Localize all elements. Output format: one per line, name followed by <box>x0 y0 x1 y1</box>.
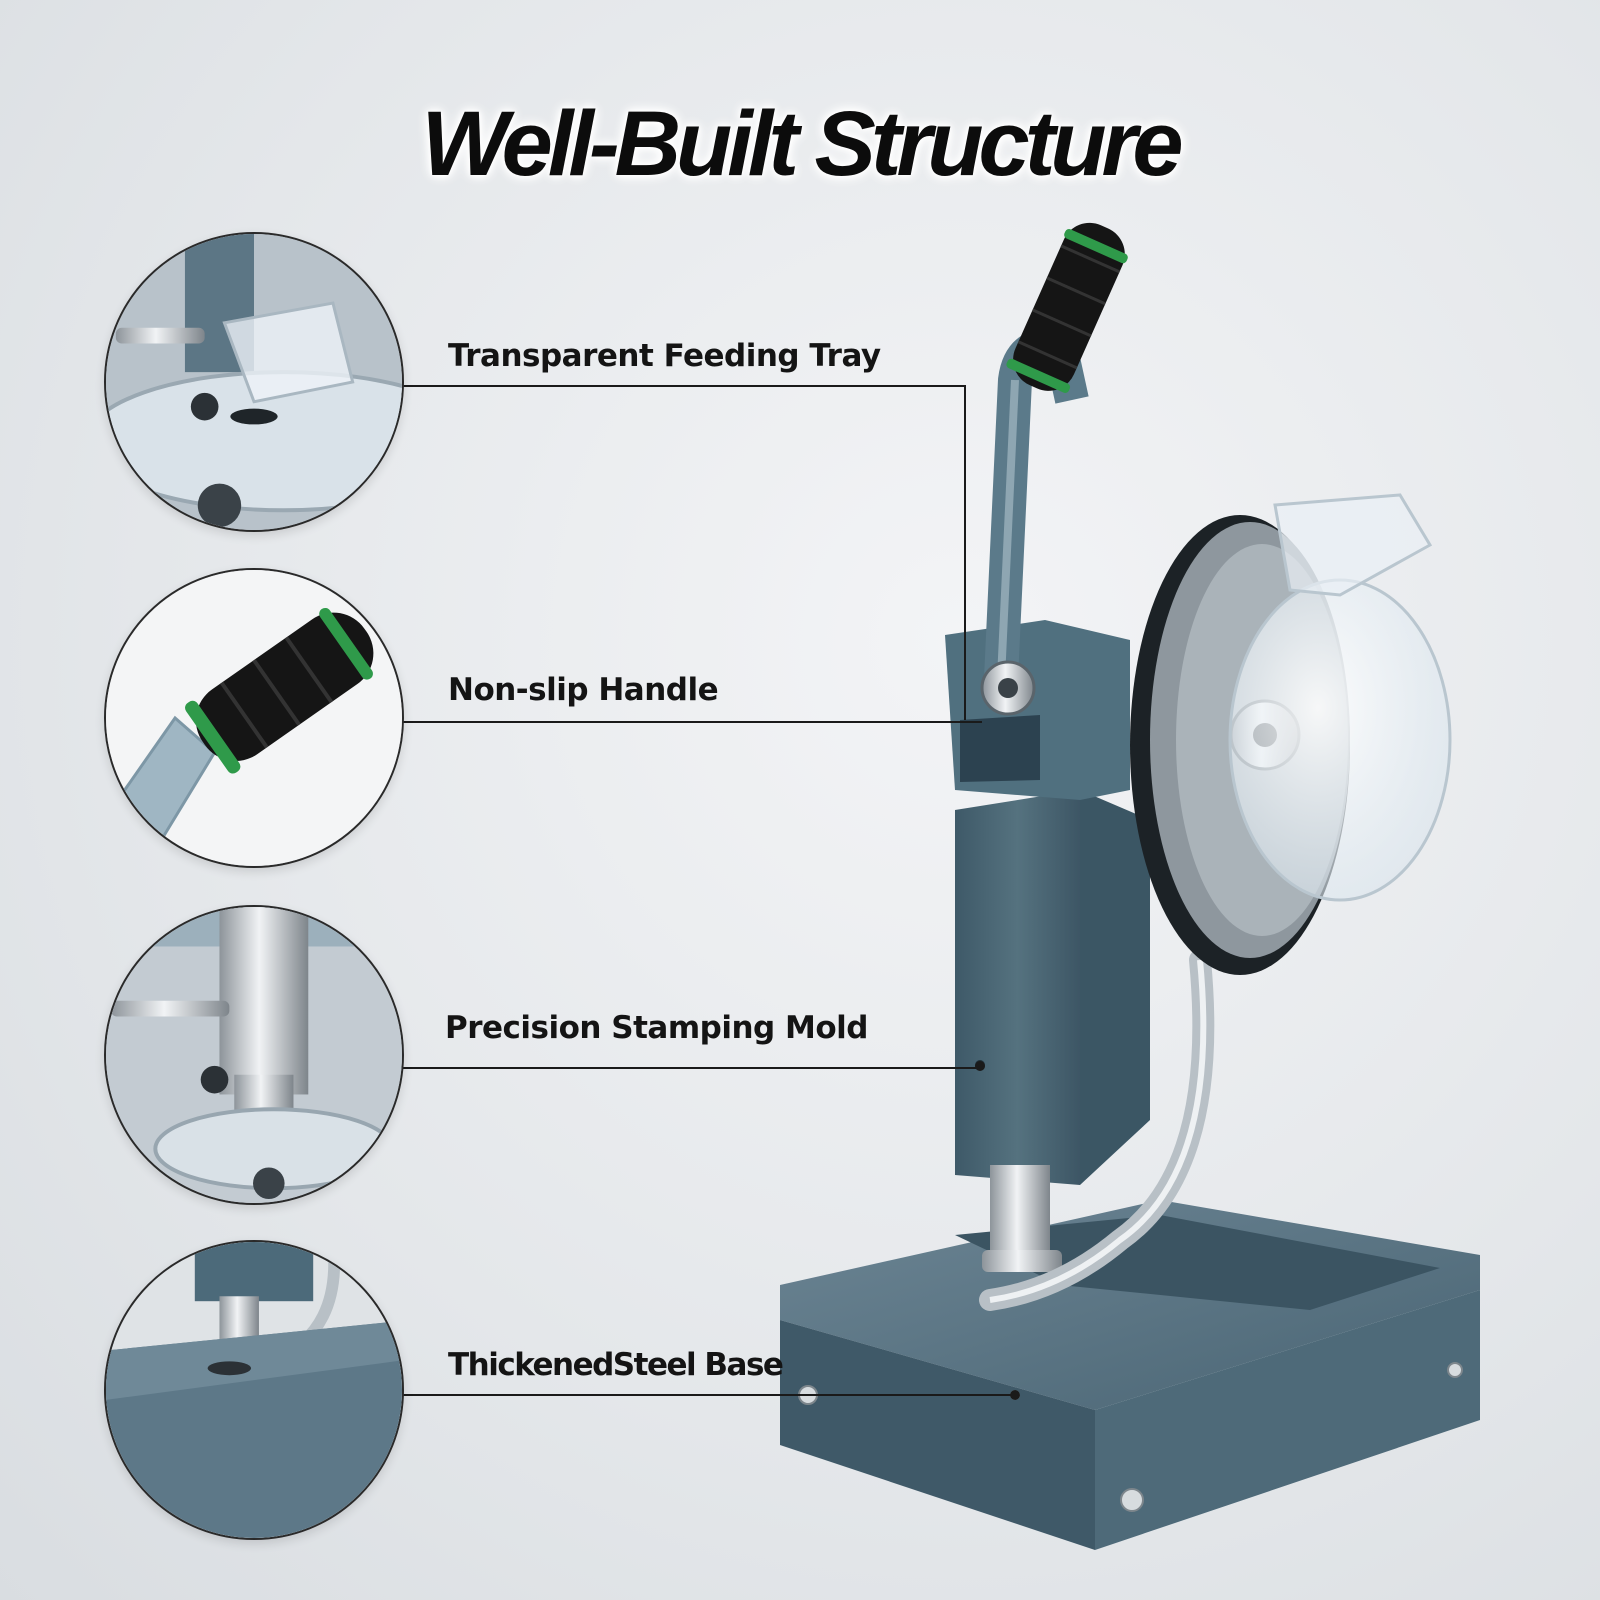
callout-label-stamping-mold: Precision Stamping Mold <box>445 1010 868 1046</box>
callout-lines <box>395 385 1015 1396</box>
leader-line-feeding-tray <box>395 385 966 720</box>
page-title: Well-Built Structure <box>421 93 1183 195</box>
steel-base <box>780 1200 1480 1550</box>
leader-dot-stamping-mold <box>975 1061 985 1071</box>
steel-base-closeup <box>104 1240 404 1540</box>
leader-dot-steel-base <box>1010 1390 1020 1400</box>
stamping-mold-closeup <box>104 905 404 1205</box>
press-body <box>945 620 1150 1272</box>
handle-grip-closeup <box>104 568 404 868</box>
callout-label-handle: Non-slip Handle <box>448 672 719 708</box>
callout-label-steel-base: ThickenedSteel Base <box>448 1347 784 1383</box>
feeding-disc <box>1130 493 1452 975</box>
handle-lever <box>980 222 1128 716</box>
callout-label-feeding-tray: Transparent Feeding Tray <box>448 338 881 374</box>
feeding-tray-closeup <box>104 232 404 532</box>
